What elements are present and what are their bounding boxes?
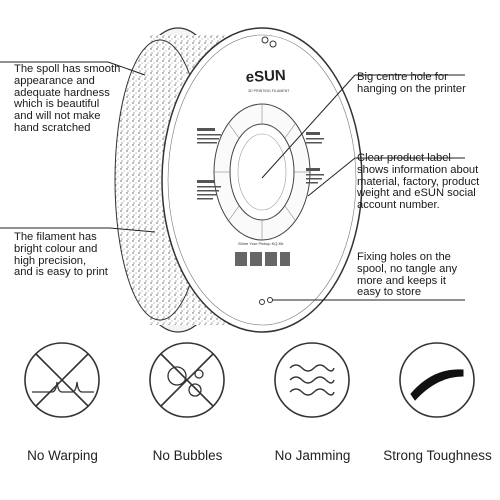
- feature-label: No Jamming: [274, 448, 351, 463]
- bubbles-crossed-icon: [149, 342, 225, 418]
- spool-drawing: eSUN 3D PRINTING FILAMENT Shine Your Pic…: [0, 27, 465, 333]
- feature-no-bubbles: No Bubbles: [125, 340, 250, 500]
- fixing-hole-top: [261, 36, 269, 44]
- features-row: No Warping No Bubbles No Jamming Strong …: [0, 340, 500, 500]
- centre-hole: [229, 123, 295, 221]
- annotation-filament: The filament has bright colour and high …: [14, 231, 108, 279]
- brand-subtext: 3D PRINTING FILAMENT: [248, 89, 290, 93]
- annotation-product-label: Clear product label- shows information a…: [357, 152, 480, 212]
- brand-logo: eSUN: [245, 67, 286, 86]
- flange-label-left: [197, 128, 221, 200]
- leader-lines: [0, 61, 465, 301]
- fixing-hole-bottom: [259, 299, 265, 305]
- waves-icon: [274, 342, 350, 418]
- warping-crossed-icon: [24, 342, 100, 418]
- annotation-centre-hole: Big centre hole for hanging on the print…: [357, 71, 466, 95]
- feature-no-jamming: No Jamming: [250, 340, 375, 500]
- spool-illustration: eSUN 3D PRINTING FILAMENT Shine Your Pic…: [0, 27, 480, 333]
- spool-bottom-text: Shine Your Pickup KQ-Kit: [238, 241, 284, 246]
- bent-strip-icon: [399, 342, 475, 418]
- qr-code-strip: [235, 252, 290, 266]
- flange-label-right: [306, 132, 324, 184]
- feature-label: No Warping: [27, 448, 98, 463]
- feature-label: No Bubbles: [152, 448, 223, 463]
- feature-strong-toughness: Strong Toughness: [375, 340, 500, 500]
- annotation-spool-surface: The spoll has smooth appearance and adeq…: [14, 63, 121, 134]
- feature-label: Strong Toughness: [383, 448, 492, 463]
- feature-no-warping: No Warping: [0, 340, 125, 500]
- annotation-fixing-holes: Fixing holes on the spool, no tangle any…: [357, 251, 458, 299]
